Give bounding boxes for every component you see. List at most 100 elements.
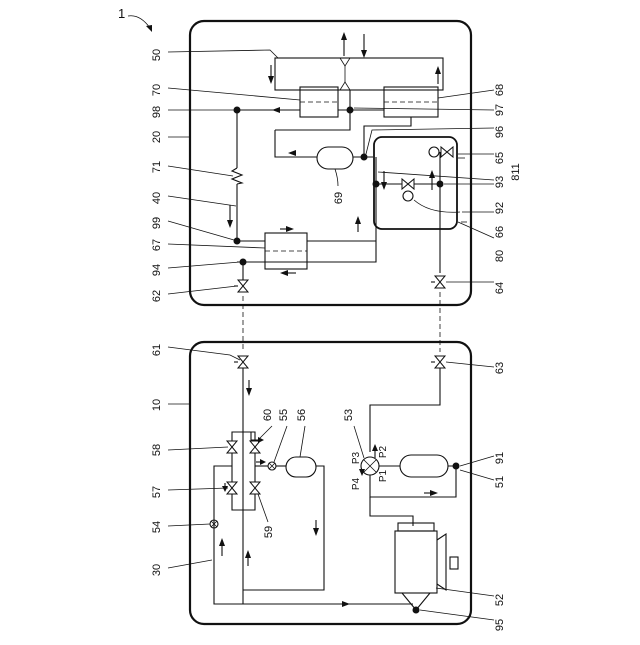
valve-65 [441,147,453,157]
figure-ref-arrow [146,25,152,32]
label-50: 50 [151,49,163,61]
junction-98 [234,107,241,114]
arrow-61-down-head [246,388,252,396]
label-P1: P1 [378,469,389,482]
hx50-arrow-right-head [435,66,441,74]
label-59: 59 [263,526,275,538]
arrow-center-up-head [245,550,251,558]
label-70: 70 [151,84,163,96]
junction-94 [240,259,247,266]
arrow-54-up-head [219,538,225,546]
arrow-60-right-head [258,437,264,443]
leader-69 [335,169,338,186]
label-94: 94 [151,264,163,276]
junction-99 [234,238,241,245]
label-66: 66 [494,226,506,238]
junction-96 [361,154,368,161]
label-20: 20 [151,131,163,143]
valve-64 [435,276,445,288]
label-54: 54 [151,521,163,533]
label-51: 51 [494,476,506,488]
label-63: 63 [494,362,506,374]
junction-93 [373,181,380,188]
arrow-bottom-right [342,601,350,607]
valve-63 [435,356,445,368]
hx50-arrow-left-head [268,76,274,84]
label-91: 91 [494,452,506,464]
accumulator-51 [400,455,448,477]
label-P3: P3 [351,451,362,464]
label-58: 58 [151,444,163,456]
leaders-lower [168,347,494,620]
label-52: 52 [494,594,506,606]
four-way-valve-53-x [364,460,376,472]
arrow-69-left [288,150,296,156]
leader-66 [414,200,460,212]
heat-exchanger-50 [275,58,443,90]
label-62: 62 [151,290,163,302]
figure-ref-label: 1 [118,6,125,21]
compressor-motor [437,534,446,590]
label-P4: P4 [351,477,362,490]
valve-62 [238,280,248,292]
labels-lower: 61 10 58 57 54 30 60 55 56 59 53 63 91 5… [151,344,506,631]
receiver-56 [286,457,316,477]
labels-left-upper: 50 70 98 20 71 40 99 67 94 62 [151,49,163,302]
label-97: 97 [494,104,506,116]
arrow-up-right-head [355,216,361,224]
compressor-52-top [398,523,434,531]
label-71: 71 [151,161,163,173]
valve-58 [227,441,237,453]
valve-66 [402,179,414,189]
sensor-66 [403,191,413,201]
junction-97 [347,107,354,114]
label-96: 96 [494,126,506,138]
label-811: 811 [510,163,522,181]
line-left-loop [214,466,243,604]
arrow-92-up-head [429,170,435,178]
label-99: 99 [151,217,163,229]
label-67: 67 [151,239,163,251]
arrow-98-left [272,107,280,113]
label-60: 60 [262,409,274,421]
label-64: 64 [494,282,506,294]
valve-61 [238,356,248,368]
line-63-to-53 [370,368,440,452]
label-P2: P2 [378,445,389,458]
arrow-57-down-head [222,486,228,492]
label-65: 65 [494,152,506,164]
hx50-divider-top [340,58,350,66]
compressor-terminal [450,557,458,569]
compressor-52-body [395,531,437,593]
label-95: 95 [494,619,506,631]
label-80: 80 [494,250,506,262]
expansion-valve-55-cross [269,463,275,469]
line-to-compressor [370,497,413,526]
label-40: 40 [151,192,163,204]
label-93: 93 [494,176,506,188]
airflow-up-left-head [341,32,347,40]
label-68: 68 [494,84,506,96]
label-57: 57 [151,486,163,498]
line-from-97 [275,110,350,130]
label-56: 56 [296,409,308,421]
label-55: 55 [278,409,290,421]
accumulator-69 [317,147,353,169]
arrow-80-down-head [381,182,387,190]
junction-91 [453,463,460,470]
label-10: 10 [151,399,163,411]
arrow-40-down-head [227,220,233,228]
label-98: 98 [151,106,163,118]
hx50-divider-bottom [340,82,350,90]
sensor-65 [429,147,439,157]
junction-95 [413,607,420,614]
valve-59 [250,482,260,494]
valve-60 [250,441,260,453]
arrow-56-down-head [313,528,319,536]
label-53: 53 [343,409,355,421]
airflow-down-right-head [361,50,367,58]
flexible-pipe-71 [232,168,242,184]
arrow-55-right-head [260,459,266,465]
